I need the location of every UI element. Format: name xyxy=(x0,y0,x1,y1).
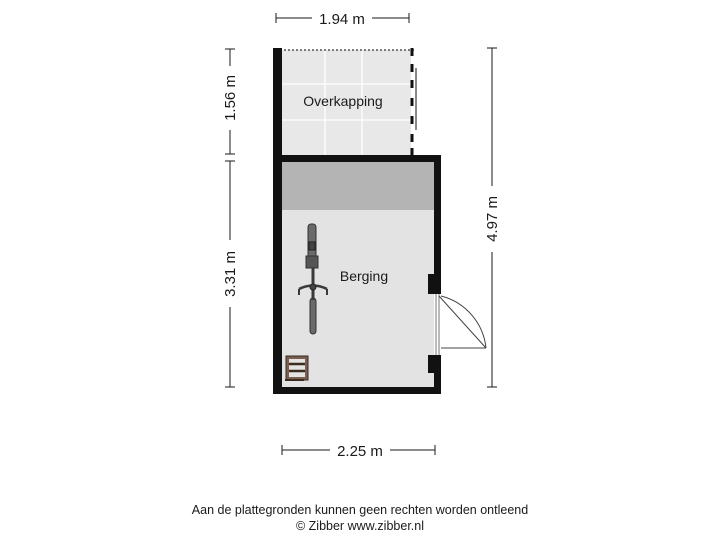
copyright-text: © Zibber www.zibber.nl xyxy=(295,519,424,533)
ladder-icon xyxy=(285,355,309,381)
room-label-overkapping: Overkapping xyxy=(303,93,382,109)
disclaimer-text: Aan de plattegronden kunnen geen rechten… xyxy=(191,503,529,517)
dim-overkapping-depth: 1.56 m xyxy=(222,75,239,121)
room-label-berging: Berging xyxy=(340,268,388,284)
dim-total-depth: 4.97 m xyxy=(484,196,501,242)
dim-bottom-width: 2.25 m xyxy=(337,443,383,460)
dimension-lines xyxy=(225,13,497,455)
dim-berging-depth: 3.31 m xyxy=(222,251,239,297)
overkapping-area xyxy=(275,48,417,158)
dim-top-width: 1.94 m xyxy=(319,11,365,28)
door-swing-icon xyxy=(434,294,487,355)
bicycle-icon xyxy=(298,223,328,335)
walls xyxy=(273,48,441,394)
berging-area xyxy=(282,160,436,387)
